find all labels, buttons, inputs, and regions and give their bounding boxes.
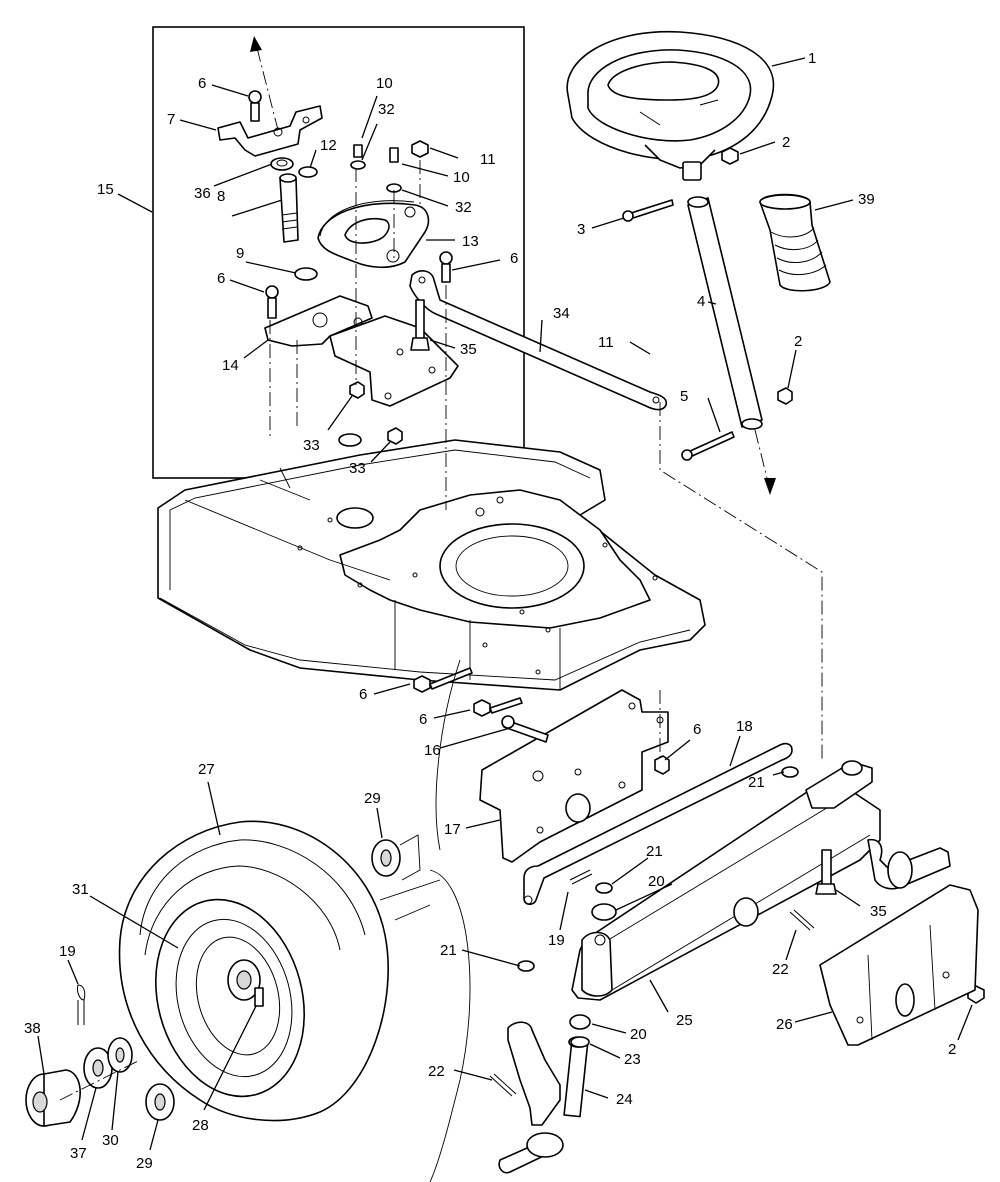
bushings-washers bbox=[517, 766, 799, 1048]
front-wheel bbox=[118, 820, 389, 1122]
steering-wheel bbox=[566, 30, 775, 181]
callout-19-a: 19 bbox=[59, 943, 76, 960]
callout-22-a: 22 bbox=[772, 961, 789, 978]
callout-33-a: 33 bbox=[303, 437, 320, 454]
drag-link bbox=[409, 270, 823, 760]
callout-19-b: 19 bbox=[548, 932, 565, 949]
callout-5: 5 bbox=[680, 388, 688, 405]
axle-bracket bbox=[479, 689, 669, 863]
callout-36: 36 bbox=[194, 185, 211, 202]
callout-8: 8 bbox=[217, 188, 225, 205]
callout-18: 18 bbox=[736, 718, 753, 735]
callout-24: 24 bbox=[616, 1091, 633, 1108]
callout-29-b: 29 bbox=[136, 1155, 153, 1172]
bolt-5 bbox=[681, 431, 735, 461]
callout-23: 23 bbox=[624, 1051, 641, 1068]
callout-11-b: 11 bbox=[598, 334, 614, 351]
callout-10-b: 10 bbox=[453, 169, 470, 186]
callout-29-a: 29 bbox=[364, 790, 381, 807]
callout-6-d: 6 bbox=[359, 686, 367, 703]
callout-20-b: 20 bbox=[630, 1026, 647, 1043]
callout-10-a: 10 bbox=[376, 75, 393, 92]
callout-35-a: 35 bbox=[460, 341, 477, 358]
callout-16: 16 bbox=[424, 742, 441, 759]
callout-9: 9 bbox=[236, 245, 244, 262]
chassis-frame bbox=[157, 439, 706, 691]
callout-6-e: 6 bbox=[419, 711, 427, 728]
callout-21-a: 21 bbox=[748, 774, 765, 791]
hidden-lines bbox=[379, 659, 471, 1182]
callout-20-a: 20 bbox=[648, 873, 665, 890]
callout-39: 39 bbox=[858, 191, 875, 208]
steering-boot bbox=[759, 193, 831, 292]
callout-6-f: 6 bbox=[693, 721, 701, 738]
callout-11-a: 11 bbox=[480, 151, 496, 168]
inset-parts bbox=[217, 36, 459, 510]
tie-rod bbox=[523, 742, 793, 906]
callout-2-mid: 2 bbox=[794, 333, 802, 350]
callout-22-b: 22 bbox=[428, 1063, 445, 1080]
callout-17: 17 bbox=[444, 821, 461, 838]
callout-25: 25 bbox=[676, 1012, 693, 1029]
callout-2-low: 2 bbox=[948, 1041, 956, 1058]
callout-14: 14 bbox=[222, 357, 239, 374]
callout-1: 1 bbox=[808, 50, 816, 67]
callout-7: 7 bbox=[167, 111, 175, 128]
callout-28: 28 bbox=[192, 1117, 209, 1134]
callout-32-b: 32 bbox=[455, 199, 472, 216]
callout-labels: 1 2 2 2 3 4 5 6 6 6 6 6 6 7 8 9 10 10 11… bbox=[24, 50, 956, 1172]
callout-27: 27 bbox=[198, 761, 215, 778]
callout-37: 37 bbox=[70, 1145, 87, 1162]
bolt-3 bbox=[622, 199, 674, 222]
steering-shaft bbox=[687, 196, 776, 495]
leader-lines bbox=[37, 57, 973, 1151]
callout-6-a: 6 bbox=[198, 75, 206, 92]
callout-30: 30 bbox=[102, 1132, 119, 1149]
callout-15: 15 bbox=[97, 181, 114, 198]
callout-21-b: 21 bbox=[646, 843, 663, 860]
callout-6-c: 6 bbox=[510, 250, 518, 267]
front-bracket bbox=[819, 884, 979, 1046]
callout-33-b: 33 bbox=[349, 460, 366, 477]
callout-38: 38 bbox=[24, 1020, 41, 1037]
callout-2-top: 2 bbox=[782, 134, 790, 151]
right-spindle bbox=[805, 760, 951, 895]
callout-31: 31 bbox=[72, 881, 89, 898]
frame-bolts bbox=[413, 667, 670, 775]
callout-4: 4 bbox=[697, 293, 705, 310]
callout-32-a: 32 bbox=[378, 101, 395, 118]
callout-35-b: 35 bbox=[870, 903, 887, 920]
cotter-pins bbox=[77, 869, 815, 1097]
callout-13: 13 bbox=[462, 233, 479, 250]
hub-components bbox=[25, 834, 421, 1127]
callout-12: 12 bbox=[320, 137, 337, 154]
callout-6-b: 6 bbox=[217, 270, 225, 287]
callout-21-c: 21 bbox=[440, 942, 457, 959]
callout-3: 3 bbox=[577, 221, 585, 238]
callout-26: 26 bbox=[776, 1016, 793, 1033]
callout-34: 34 bbox=[553, 305, 570, 322]
